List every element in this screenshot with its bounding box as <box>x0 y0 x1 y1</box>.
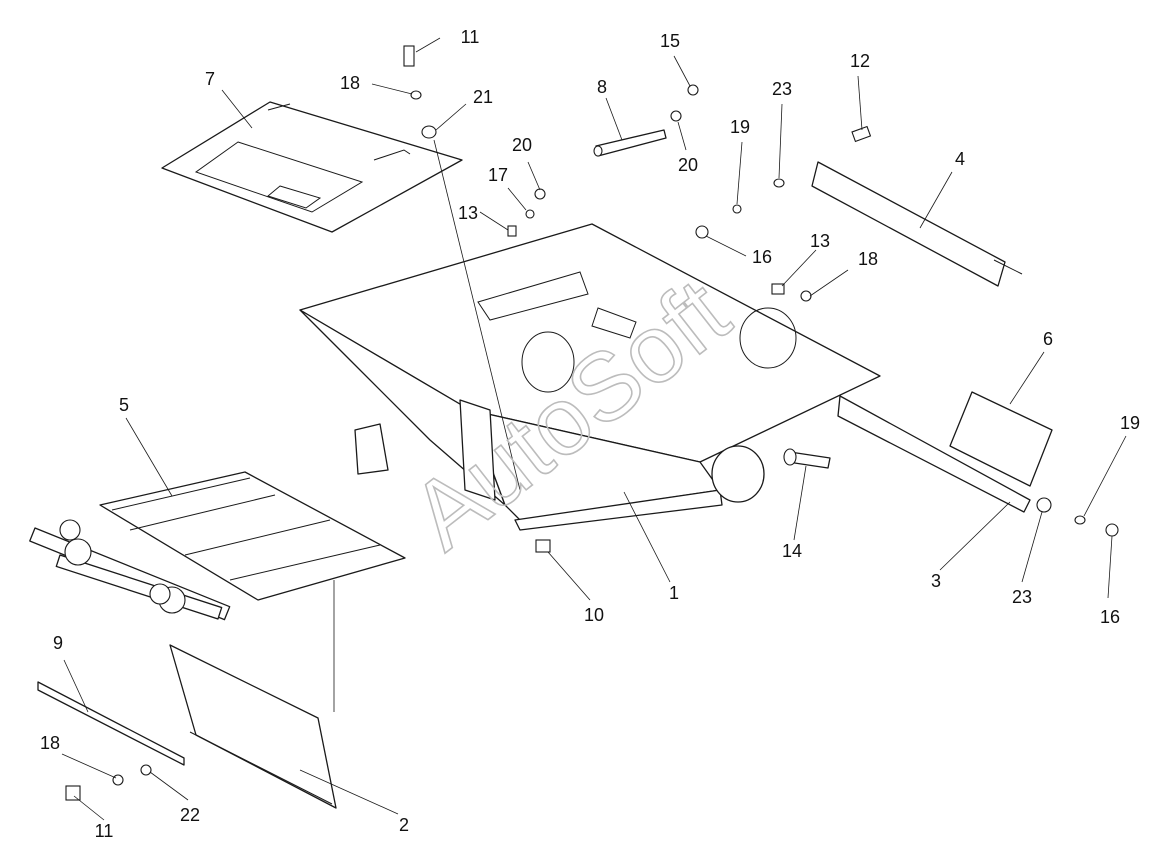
callout-5: 5 <box>119 395 129 415</box>
callout-7: 7 <box>205 69 215 89</box>
callout-15: 15 <box>660 31 680 51</box>
callout-18: 18 <box>340 73 360 93</box>
callout-labels: 11 18 21 7 8 15 20 20 17 13 19 23 12 4 1… <box>40 27 1140 841</box>
callout-13: 13 <box>458 203 478 223</box>
callout-23: 23 <box>772 79 792 99</box>
callout-19: 19 <box>730 117 750 137</box>
callout-11: 11 <box>95 821 114 841</box>
callout-1: 1 <box>669 583 679 603</box>
callout-23: 23 <box>1012 587 1032 607</box>
part-3-side-skirt <box>837 395 1031 513</box>
callout-8: 8 <box>597 77 607 97</box>
callout-18: 18 <box>40 733 60 753</box>
callout-10: 10 <box>584 605 604 625</box>
callout-6: 6 <box>1043 329 1053 349</box>
bolt-icon <box>65 45 872 801</box>
washer-icon <box>112 90 1086 786</box>
part-9-strip <box>37 681 185 766</box>
part-7-cover-plate <box>161 101 463 233</box>
callout-16: 16 <box>1100 607 1120 627</box>
part-4-deflector <box>811 161 1023 287</box>
callout-19: 19 <box>1120 413 1140 433</box>
part-6-side-flap <box>949 391 1053 487</box>
callout-17: 17 <box>488 165 508 185</box>
callout-9: 9 <box>53 633 63 653</box>
callout-11: 11 <box>461 27 480 47</box>
part-14-pin <box>783 448 831 469</box>
nut-icon <box>525 84 1119 553</box>
callout-12: 12 <box>850 51 870 71</box>
callout-20: 20 <box>512 135 532 155</box>
part-2-bottom-panel <box>169 644 337 809</box>
callout-21: 21 <box>473 87 493 107</box>
callout-17: 18 <box>858 249 878 269</box>
callout-4: 4 <box>955 149 965 169</box>
part-1-hopper-body <box>299 223 881 531</box>
callout-13: 13 <box>810 231 830 251</box>
callout-20: 20 <box>678 155 698 175</box>
callout-22: 22 <box>180 805 200 825</box>
roller-end-icon <box>59 519 186 614</box>
callout-3: 3 <box>931 571 941 591</box>
callout-2: 2 <box>399 815 409 835</box>
callout-16: 16 <box>752 247 772 267</box>
part-8-bar <box>593 129 667 157</box>
leader-lines <box>61 37 1127 821</box>
callout-14: 14 <box>782 541 802 561</box>
